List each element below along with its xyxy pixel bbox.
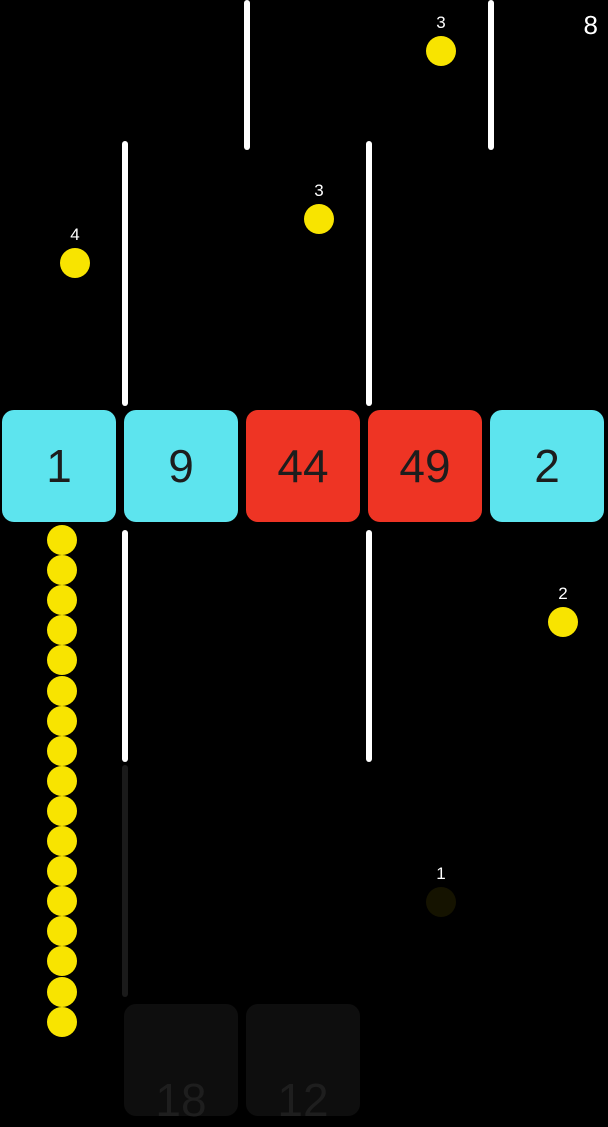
snake-segment [47, 615, 77, 646]
wall [122, 141, 128, 406]
pellet-dot [426, 36, 456, 66]
pellet-value: 2 [558, 584, 568, 603]
snake-segment [47, 705, 77, 736]
block: 9 [124, 410, 238, 522]
block: 2 [490, 410, 604, 522]
block-value: 44 [277, 440, 329, 492]
pellet-dot [548, 607, 578, 637]
pellet: 4 [55, 225, 95, 278]
snake-segment [47, 886, 77, 917]
snake-segment [47, 856, 77, 887]
block-value: 9 [168, 440, 194, 492]
wall [366, 141, 372, 406]
snake-segment [47, 1006, 77, 1037]
snake-segment [47, 675, 77, 706]
snake-segment [47, 735, 77, 766]
block-faded: 18 [124, 1004, 238, 1126]
block: 1 [2, 410, 116, 522]
block: 44 [246, 410, 360, 522]
block-faded: 12 [246, 1004, 360, 1126]
pellet-dot [304, 204, 334, 234]
pellet-faded: 1 [421, 864, 461, 917]
snake-segment [47, 795, 77, 826]
wall-faded [122, 765, 128, 997]
snake-segment [47, 555, 77, 586]
pellet-dot [60, 248, 90, 278]
block-value: 2 [534, 440, 560, 492]
snake-segment [47, 826, 77, 856]
wall [488, 0, 494, 150]
pellet: 3 [299, 181, 339, 234]
snake-segment [47, 585, 77, 616]
block-value: 49 [399, 440, 451, 492]
snake-segment [47, 946, 77, 977]
snake-segment [47, 645, 77, 676]
snake-head [47, 525, 77, 555]
snake-segment [47, 976, 77, 1007]
pellet: 3 [421, 13, 461, 66]
wall [366, 530, 372, 762]
pellet-dot [426, 887, 456, 917]
block-value: 12 [277, 1074, 329, 1126]
score-counter: 8 [583, 10, 598, 40]
block-value: 1 [46, 440, 72, 492]
snake-segment [47, 916, 77, 947]
block: 49 [368, 410, 482, 522]
block-value: 18 [155, 1074, 207, 1126]
snake-segment [47, 765, 77, 796]
pellet: 2 [543, 584, 583, 637]
wall [122, 530, 128, 762]
pellet-value: 4 [70, 225, 80, 244]
wall [244, 0, 250, 150]
pellet-value: 3 [436, 13, 446, 32]
pellet-value: 1 [436, 864, 446, 883]
pellet-value: 3 [314, 181, 324, 200]
